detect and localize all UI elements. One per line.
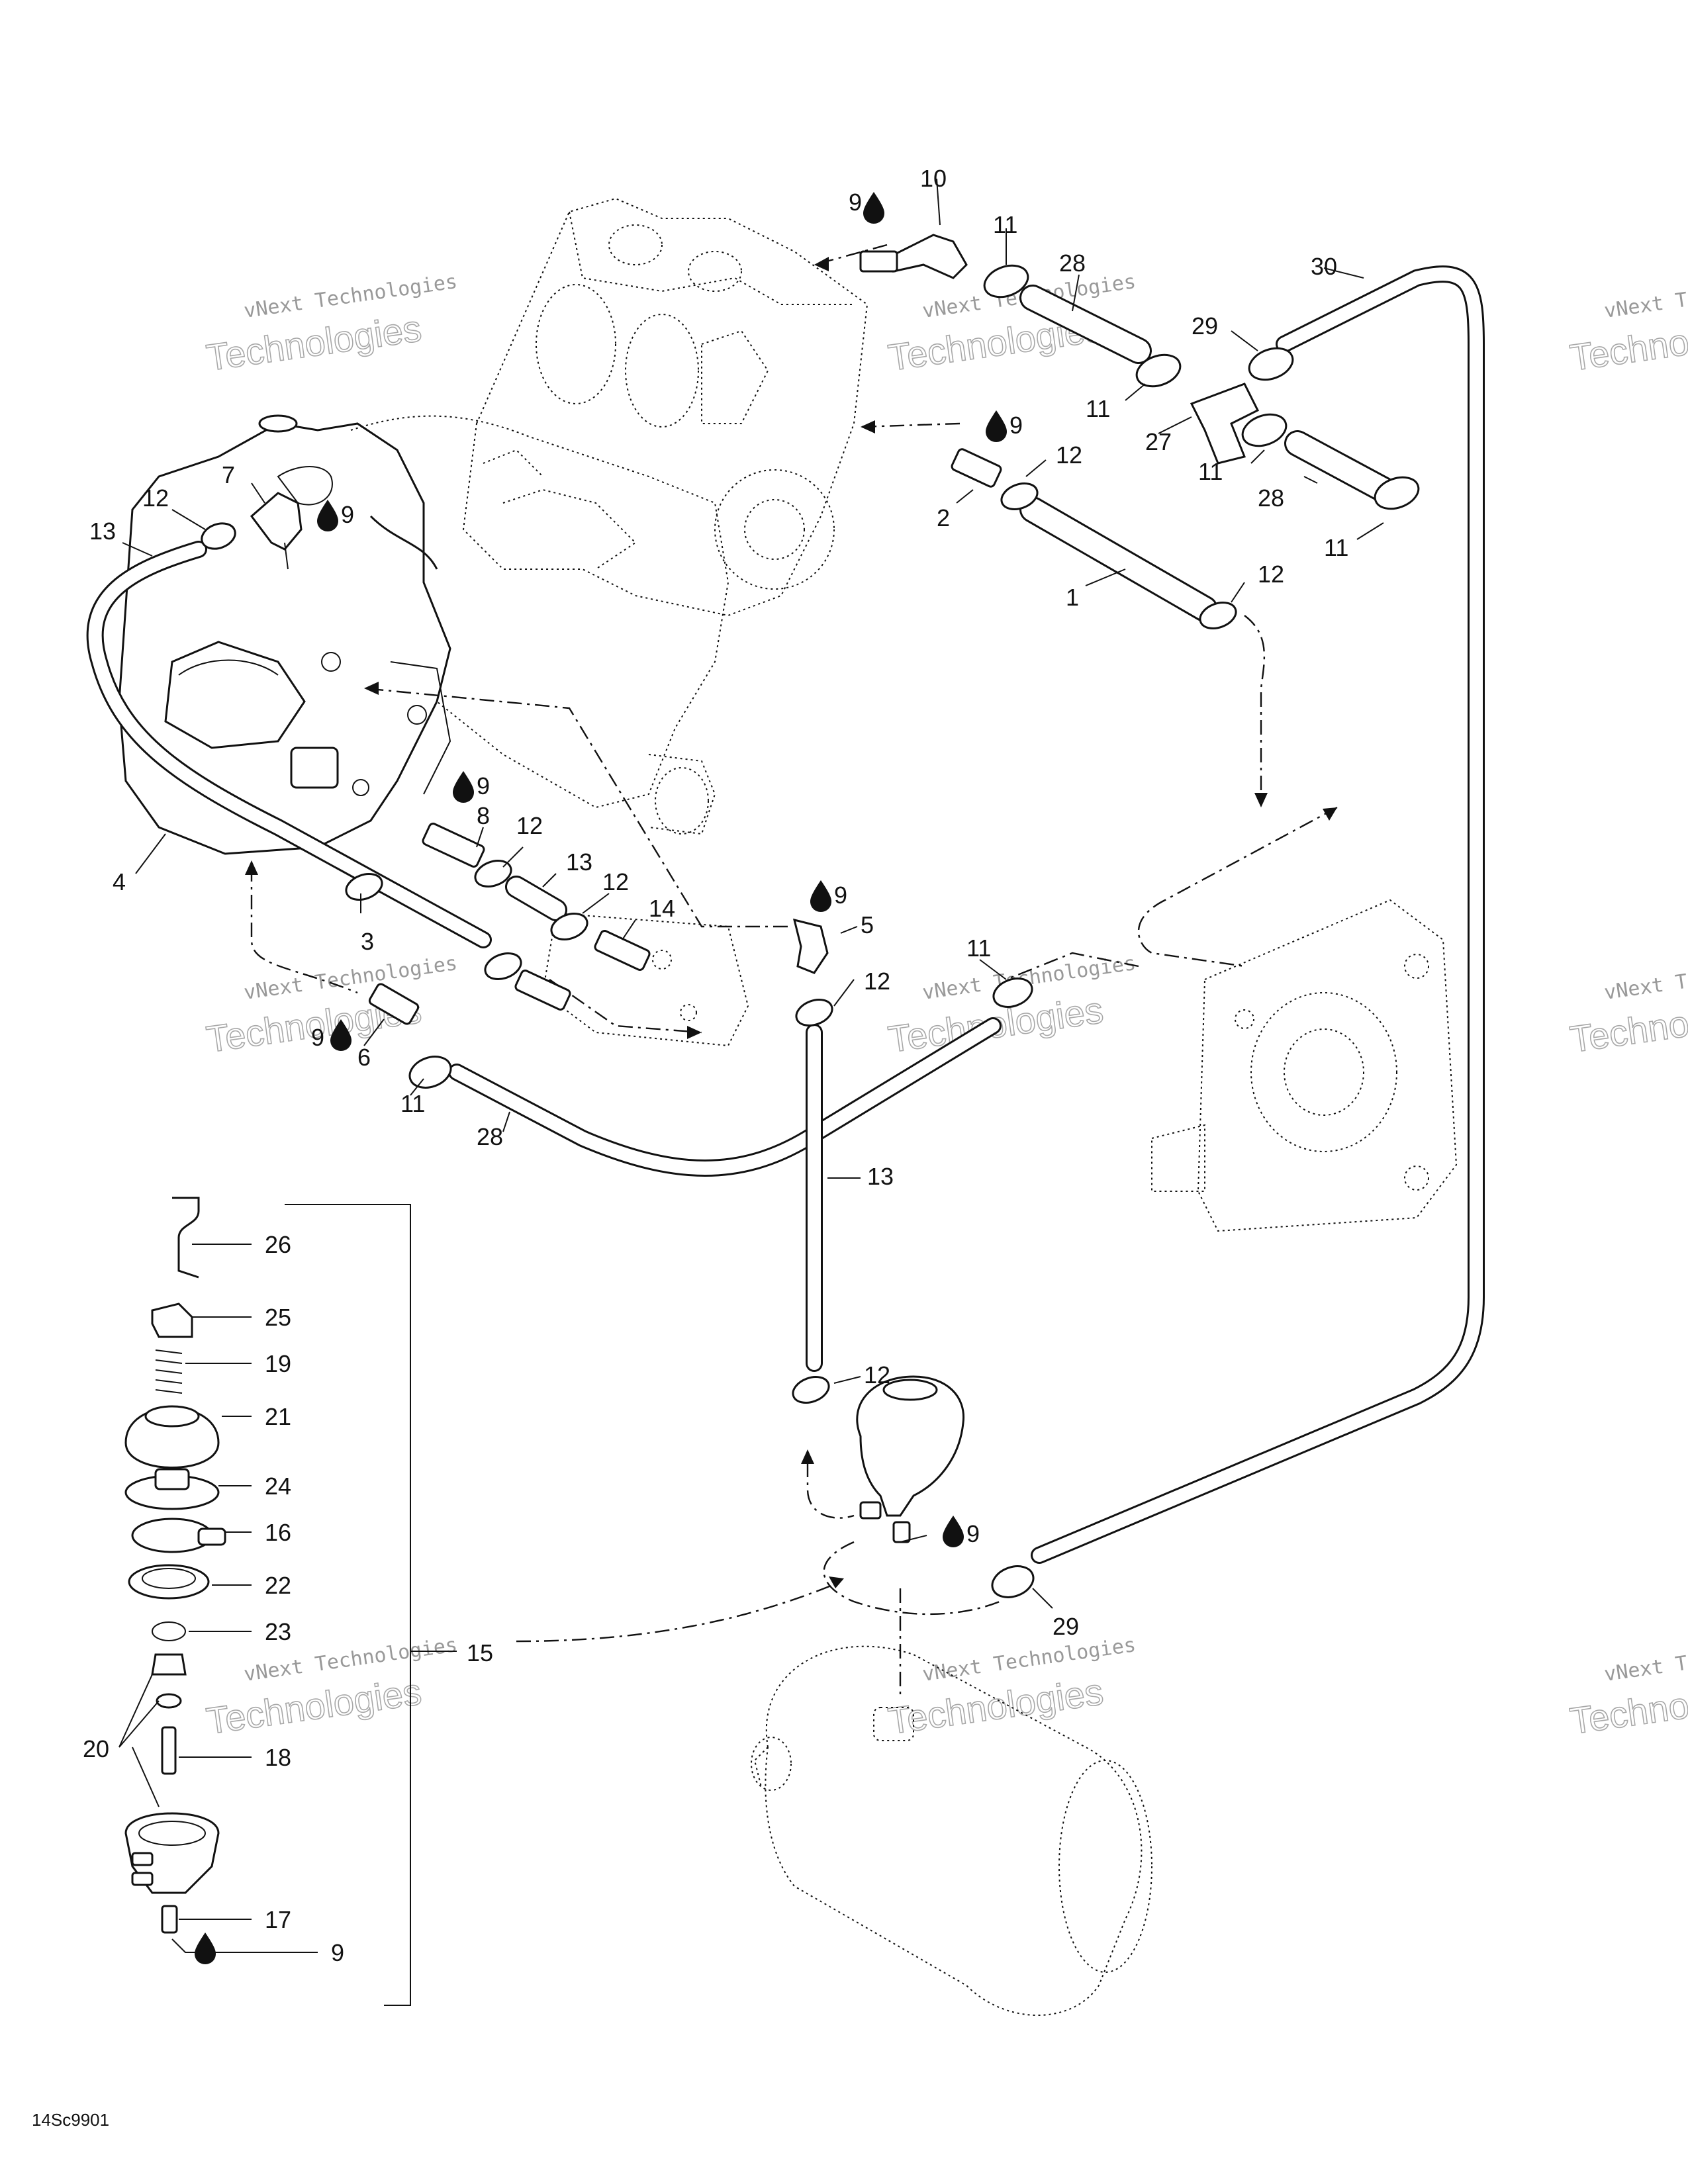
svg-text:vNext Technologies: vNext Technologies — [921, 1633, 1137, 1686]
label-19: 19 — [265, 1350, 291, 1377]
drop-icon — [453, 771, 474, 803]
label-9: 9 — [966, 1520, 980, 1547]
label-12: 12 — [864, 968, 890, 995]
label-1: 1 — [1066, 584, 1079, 611]
label-24: 24 — [265, 1473, 291, 1500]
svg-text:Technologies: Technologies — [204, 1670, 424, 1742]
label-28: 28 — [477, 1123, 503, 1150]
flow-lines — [245, 244, 1338, 1694]
label-14: 14 — [649, 895, 675, 922]
label-11: 11 — [1198, 458, 1223, 485]
label-20: 20 — [83, 1735, 109, 1762]
label-10: 10 — [920, 165, 947, 192]
diagram-code: 14Sc9901 — [32, 2110, 109, 2130]
drop-icon — [810, 880, 831, 912]
svg-text:vNext Technologies: vNext Technologies — [1603, 270, 1688, 323]
label-27: 27 — [1145, 428, 1172, 455]
watermarks: vNext Technologies Technologies vNext Te… — [203, 270, 1688, 1743]
muffler — [751, 1645, 1152, 2016]
label-9: 9 — [331, 1939, 344, 1966]
svg-text:vNext Technologies: vNext Technologies — [242, 952, 459, 1005]
label-13: 13 — [89, 518, 116, 545]
label-9: 9 — [834, 882, 847, 909]
watermark: vNext Technologies Technologies — [1567, 1633, 1688, 1743]
label-12: 12 — [1056, 441, 1082, 469]
svg-text:vNext Technologies: vNext Technologies — [1603, 1633, 1688, 1686]
label-6: 6 — [357, 1044, 371, 1071]
drop-icon — [943, 1516, 964, 1547]
fittings — [201, 234, 1420, 1598]
coolant-bottle — [856, 1375, 965, 1543]
label-15: 15 — [467, 1639, 493, 1666]
watermark: vNext Technologies Technologies — [1567, 952, 1688, 1061]
watermark: vNext Technologies Technologies — [203, 1633, 459, 1743]
label-28: 28 — [1258, 484, 1284, 512]
leader-lines — [118, 178, 1384, 2006]
svg-text:vNext Technologies: vNext Technologies — [242, 270, 459, 323]
label-21: 21 — [265, 1403, 291, 1430]
label-18: 18 — [265, 1744, 291, 1771]
drop-icon — [863, 192, 884, 224]
watermark: vNext Technologies Technologies — [885, 1633, 1137, 1743]
label-13: 13 — [867, 1163, 894, 1190]
svg-text:Technologies: Technologies — [204, 307, 424, 379]
label-12: 12 — [516, 812, 543, 839]
label-11: 11 — [1324, 534, 1348, 561]
label-3: 3 — [361, 928, 374, 955]
label-9: 9 — [1009, 412, 1023, 439]
hoses — [86, 265, 1485, 1564]
label-9: 9 — [311, 1024, 324, 1051]
label-4: 4 — [113, 868, 126, 895]
label-22: 22 — [265, 1572, 291, 1599]
label-11: 11 — [993, 211, 1017, 238]
exhaust-manifold — [118, 414, 451, 855]
drop-icon — [317, 500, 338, 531]
label-5: 5 — [861, 911, 874, 938]
label-25: 25 — [265, 1304, 291, 1331]
pressure-cap-exploded — [124, 1197, 226, 1934]
label-9: 9 — [341, 501, 354, 528]
label-2: 2 — [937, 504, 950, 531]
label-28: 28 — [1059, 250, 1086, 277]
sealant-markers — [195, 192, 1007, 1964]
label-9: 9 — [477, 772, 490, 799]
label-26: 26 — [265, 1231, 291, 1258]
label-9: 9 — [849, 189, 862, 216]
label-13: 13 — [566, 848, 592, 876]
label-17: 17 — [265, 1906, 291, 1933]
engine-block — [462, 197, 868, 617]
label-12: 12 — [1258, 561, 1284, 588]
heat-exchanger-housing — [1151, 899, 1458, 1232]
label-7: 7 — [222, 461, 235, 488]
drop-icon — [195, 1933, 216, 1964]
watermark: vNext Technologies Technologies — [203, 270, 459, 379]
svg-text:Technologies: Technologies — [886, 1670, 1105, 1742]
label-29: 29 — [1192, 312, 1218, 340]
svg-text:vNext Technologies: vNext Technologies — [1603, 952, 1688, 1005]
label-11: 11 — [1086, 395, 1110, 422]
label-8: 8 — [477, 802, 490, 829]
label-30: 30 — [1311, 253, 1337, 280]
exhaust-pipe — [350, 415, 749, 1047]
part-labels: 9 10 11 28 30 29 11 27 11 28 11 9 12 2 1… — [83, 165, 1348, 1966]
label-11: 11 — [400, 1090, 425, 1117]
drop-icon — [330, 1019, 352, 1051]
label-12: 12 — [864, 1361, 890, 1388]
label-29: 29 — [1053, 1613, 1079, 1640]
watermark: vNext Technologies Technologies — [1567, 270, 1688, 379]
label-23: 23 — [265, 1618, 291, 1645]
label-11: 11 — [966, 934, 991, 962]
label-12: 12 — [602, 868, 629, 895]
label-16: 16 — [265, 1519, 291, 1546]
drop-icon — [986, 410, 1007, 442]
label-12: 12 — [142, 484, 169, 512]
